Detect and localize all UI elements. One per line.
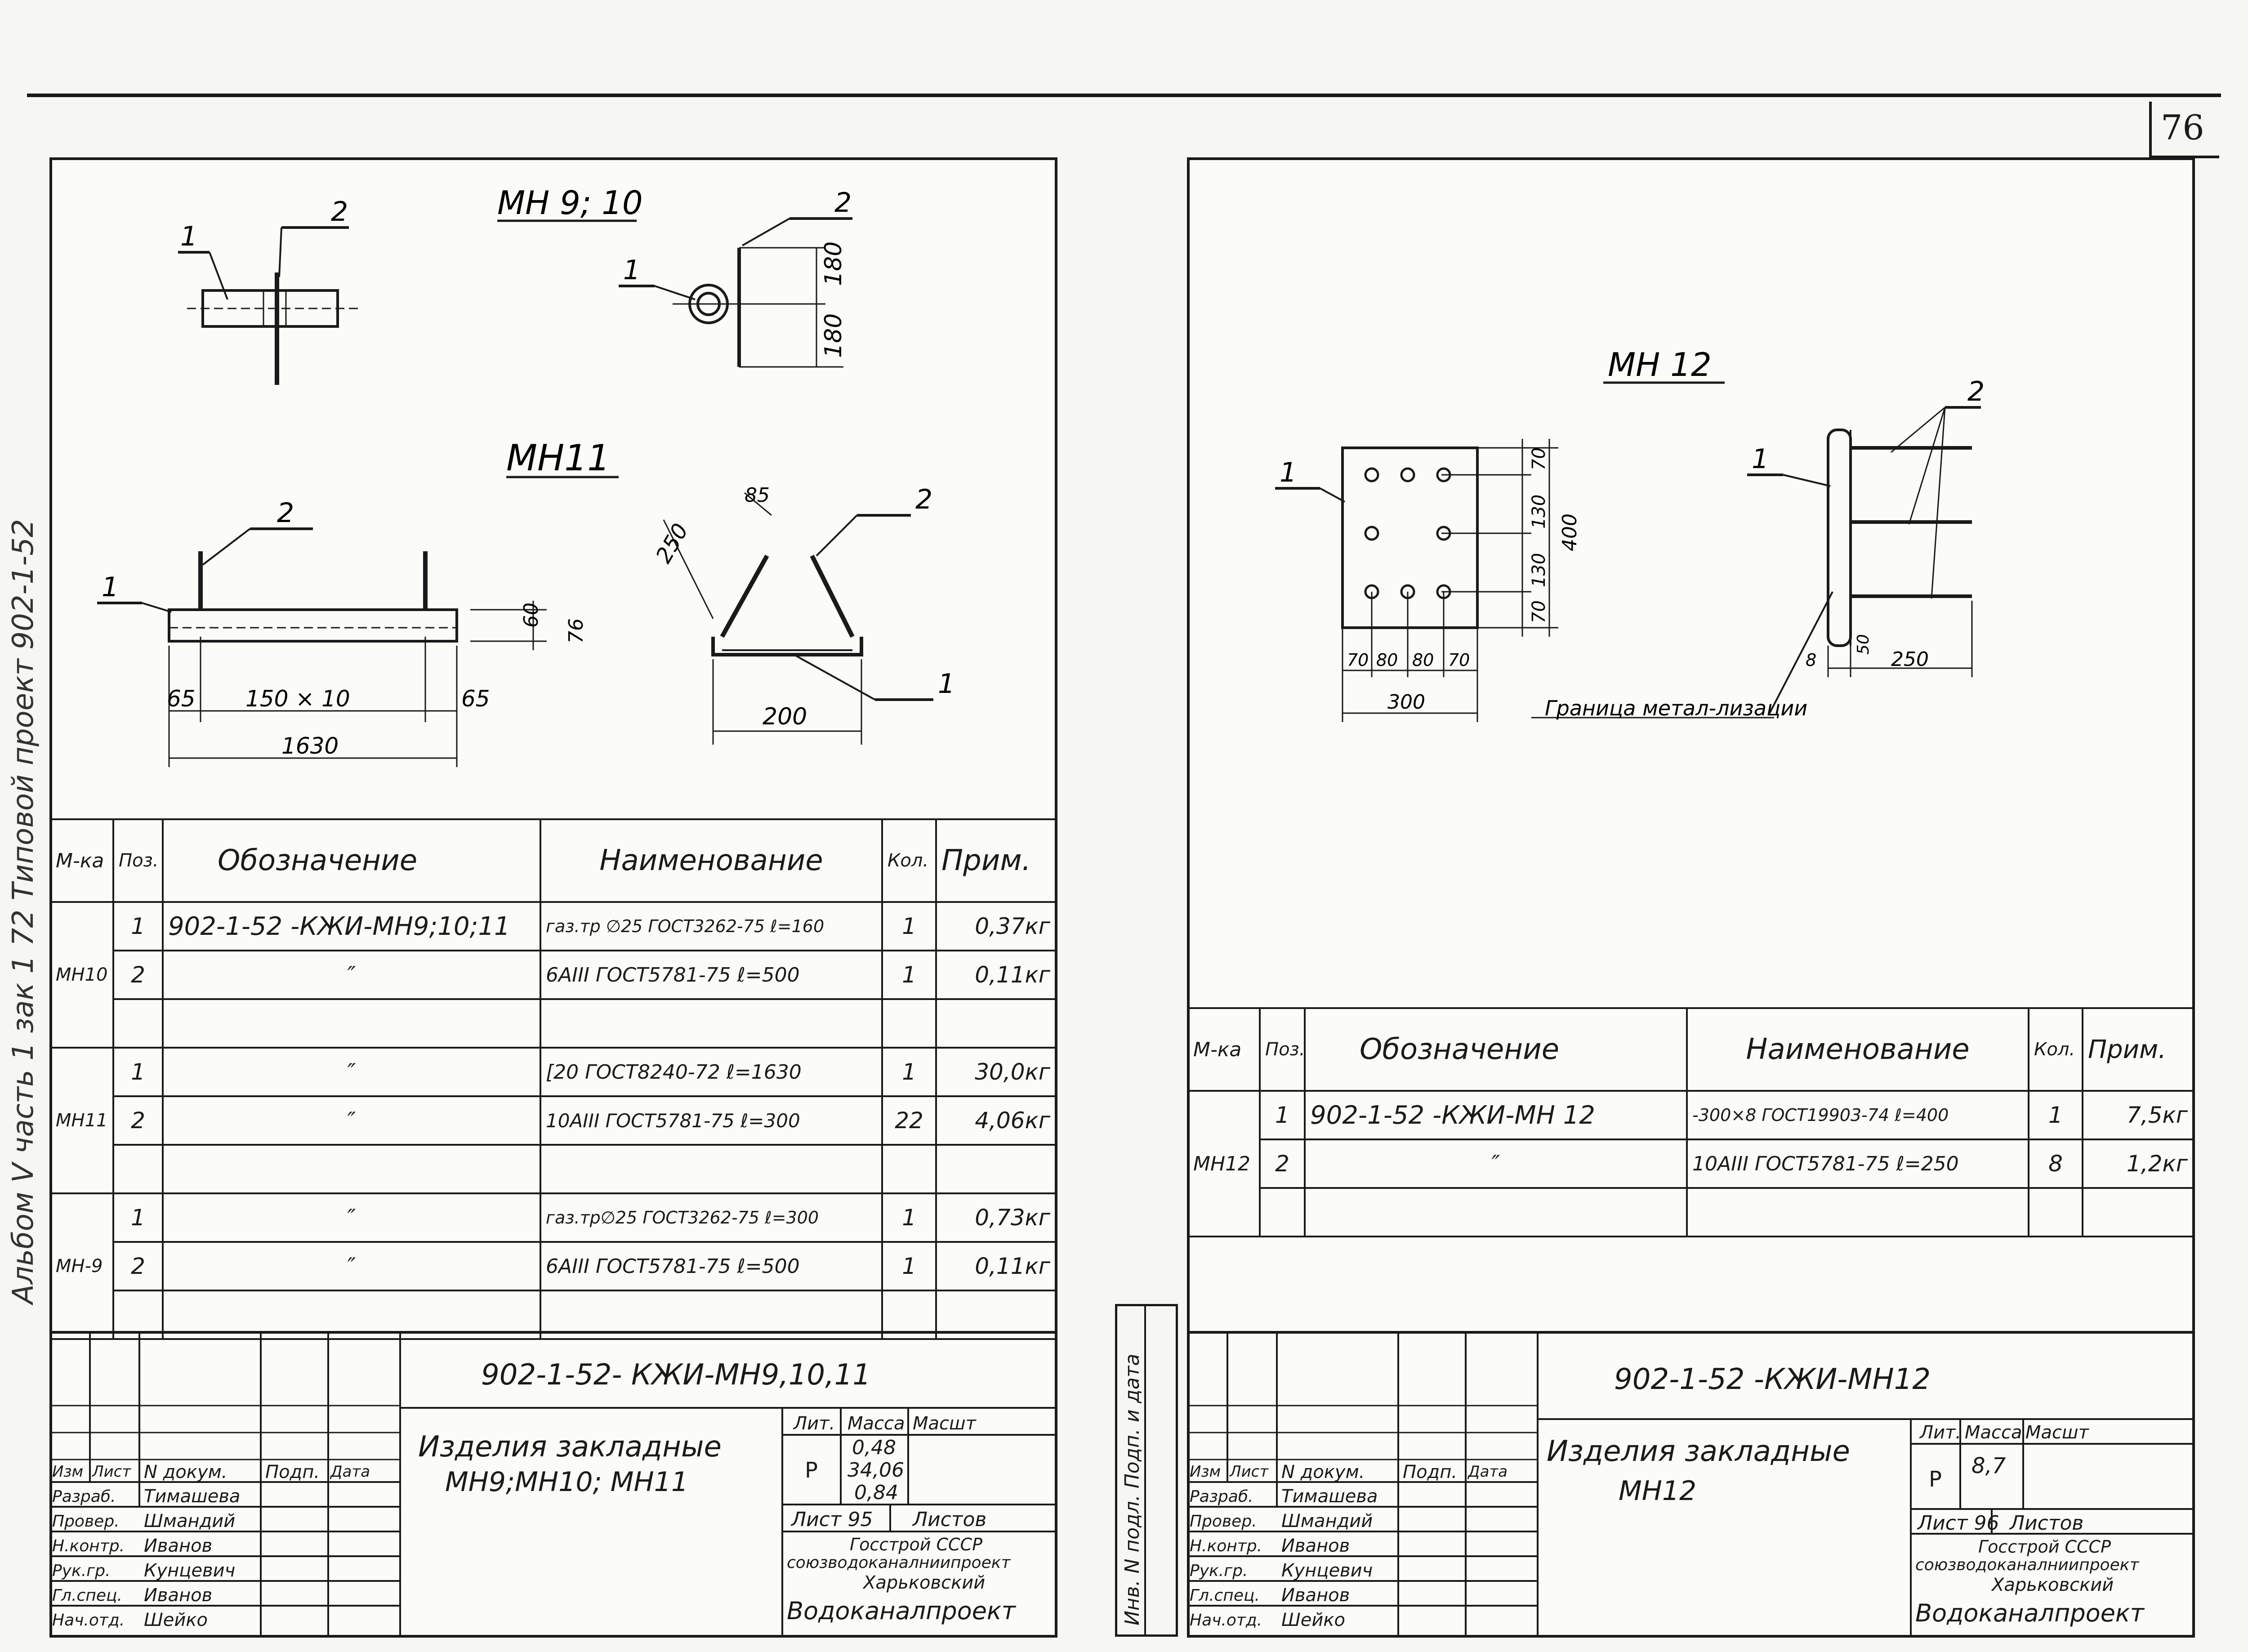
svg-text:70: 70 — [1448, 650, 1470, 670]
svg-text:2: 2 — [331, 196, 348, 228]
channel-side-view — [168, 608, 458, 643]
table-row: 2 ″ 10AIII ГОСТ5781-75 ℓ=250 8 1,2кг — [1188, 1139, 2194, 1189]
svg-text:50: 50 — [1854, 634, 1873, 655]
title-mn11: МН11 — [506, 437, 610, 479]
svg-text:1: 1 — [938, 668, 955, 700]
left-sheet: МН 9; 10 МН11 1 2 1 2 1 2 2 1 180 180 65… — [49, 157, 1057, 1638]
svg-text:1: 1 — [102, 572, 119, 603]
table-row: МН-9 1 ″ газ.тр∅25 ГОСТ3262-75 ℓ=300 1 0… — [49, 1192, 1057, 1340]
svg-text:400: 400 — [1558, 513, 1581, 551]
svg-text:180: 180 — [820, 241, 847, 286]
right-doc-code: 902-1-52 -КЖИ-МН12 — [1614, 1363, 1931, 1396]
svg-text:2: 2 — [1967, 376, 1985, 407]
right-sheet: МН 12 1 1 2 70 130 130 70 400 70 80 80 7… — [1187, 157, 2195, 1638]
side-stamp: Инв. N подл. Подп. и дата — [1115, 1304, 1178, 1637]
svg-text:8: 8 — [1806, 650, 1816, 670]
svg-text:150 × 10: 150 × 10 — [245, 686, 350, 712]
boundary-label: Граница метал-лизации — [1545, 696, 1807, 720]
svg-text:130: 130 — [1529, 495, 1549, 529]
table-row — [50, 1144, 1057, 1194]
svg-text:2: 2 — [915, 484, 932, 515]
top-border-line — [27, 94, 2221, 97]
left-spec-table: М-ка Поз. Обозначение Наименование Кол. … — [49, 818, 1057, 1340]
sheet-number: 76 — [2161, 107, 2204, 147]
table-row — [1188, 1187, 2194, 1237]
left-title-block: 902-1-52- КЖИ-МН9,10,11 Изделия закладны… — [49, 1331, 1055, 1638]
svg-text:1: 1 — [623, 254, 640, 286]
sheet-number-box: 76 — [2149, 102, 2219, 158]
table-row: МН12 1 902-1-52 -КЖИ-МН 12 -300×8 ГОСТ19… — [1187, 1090, 2194, 1237]
left-stamp-grid — [49, 1334, 1055, 1638]
svg-text:1630: 1630 — [281, 733, 339, 759]
right-drawing: МН 12 1 1 2 70 130 130 70 400 70 80 80 7… — [1275, 346, 1985, 722]
svg-text:1: 1 — [1752, 443, 1769, 475]
spec-header-row: М-ка Поз. Обозначение Наименование Кол. … — [49, 818, 1057, 903]
svg-text:65: 65 — [167, 686, 196, 712]
svg-text:200: 200 — [763, 703, 807, 730]
title-mn12: МН 12 — [1608, 346, 1712, 384]
svg-text:2: 2 — [834, 187, 852, 219]
svg-text:80: 80 — [1376, 650, 1398, 670]
right-spec-table: М-ка Поз. Обозначение Наименование Кол. … — [1187, 1007, 2194, 1237]
svg-text:65: 65 — [461, 686, 490, 712]
svg-text:180: 180 — [820, 313, 847, 358]
table-row: МН11 1 ″ [20 ГОСТ8240-72 ℓ=1630 1 30,0кг — [49, 1047, 1057, 1194]
svg-text:250: 250 — [1891, 648, 1929, 671]
svg-text:1: 1 — [180, 221, 197, 252]
right-stamp-grid — [1187, 1334, 2192, 1638]
table-row: МН10 1 902-1-52 -КЖИ-МН9;10;11 газ.тр ∅2… — [49, 901, 1057, 1049]
svg-text:70: 70 — [1529, 447, 1549, 470]
svg-text:70: 70 — [1529, 600, 1549, 623]
svg-text:76: 76 — [565, 618, 588, 643]
side-margin-text: Альбом V часть 1 зак 1 72 Типовой проект… — [7, 519, 40, 1304]
table-row: 2 ″ 6AIII ГОСТ5781-75 ℓ=500 1 0,11кг — [50, 1241, 1057, 1291]
title-mn910: МН 9; 10 — [497, 184, 643, 222]
table-row: 2 ″ 6AIII ГОСТ5781-75 ℓ=500 1 0,11кг — [50, 950, 1057, 1000]
left-drawing: МН 9; 10 МН11 1 2 1 2 1 2 2 1 180 180 65… — [97, 184, 955, 767]
svg-text:250: 250 — [651, 519, 693, 567]
svg-text:300: 300 — [1387, 691, 1425, 714]
table-row: 2 ″ 10AIII ГОСТ5781-75 ℓ=300 22 4,06кг — [50, 1095, 1057, 1146]
svg-text:85: 85 — [745, 484, 770, 507]
table-row — [50, 998, 1057, 1049]
spec-header-row: М-ка Поз. Обозначение Наименование Кол. … — [1187, 1007, 2194, 1092]
svg-text:1: 1 — [1280, 457, 1297, 488]
svg-text:130: 130 — [1529, 553, 1549, 587]
plate-front-view — [1341, 446, 1479, 629]
svg-text:80: 80 — [1412, 650, 1434, 670]
svg-text:2: 2 — [277, 497, 294, 529]
left-doc-code: 902-1-52- КЖИ-МН9,10,11 — [481, 1358, 871, 1392]
svg-text:70: 70 — [1347, 650, 1369, 670]
right-title-block: 902-1-52 -КЖИ-МН12 Изделия закладные МН1… — [1187, 1331, 2192, 1638]
svg-text:60: 60 — [520, 603, 543, 628]
